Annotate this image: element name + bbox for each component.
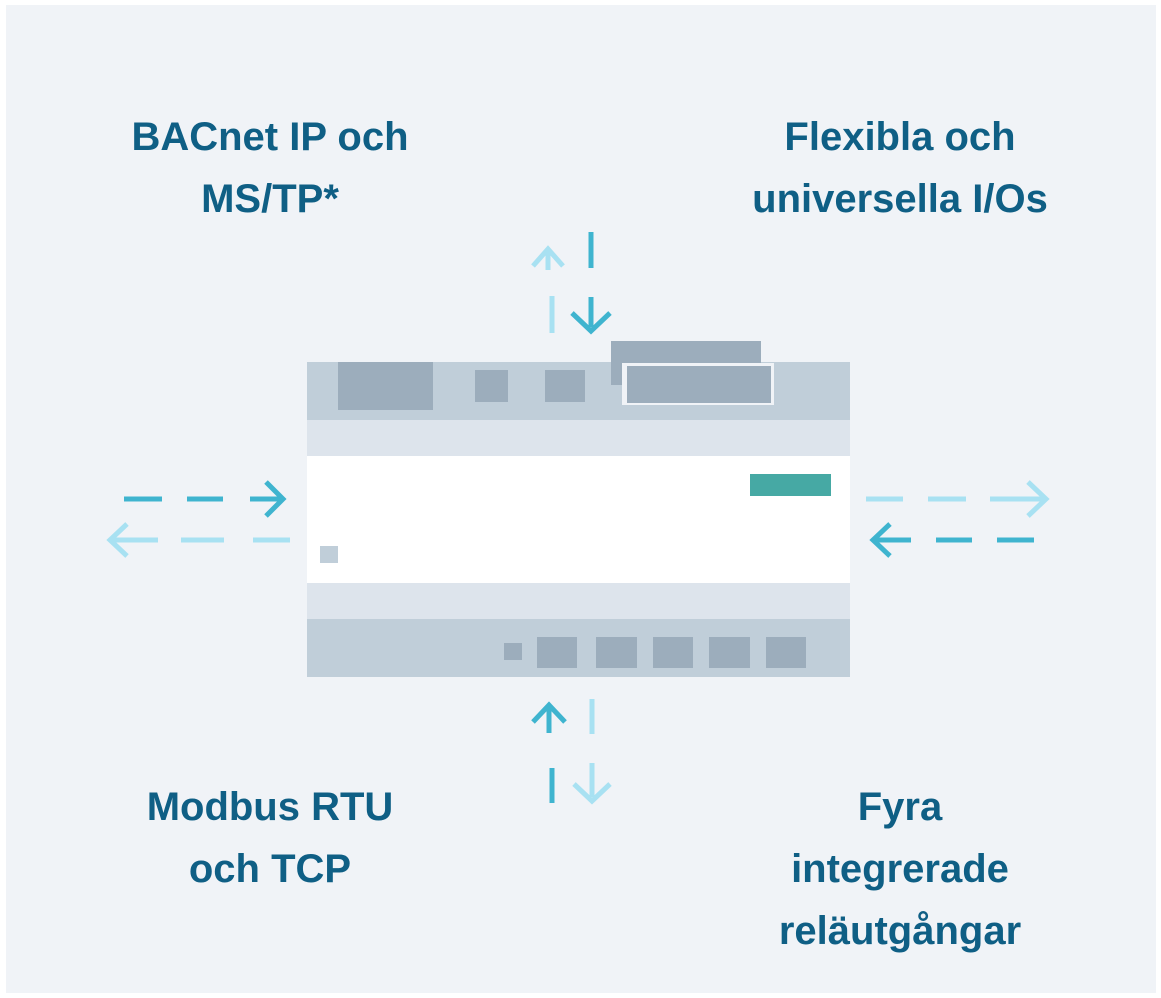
arrow-right-dark-icon: [124, 480, 287, 518]
feature-label-line: universella I/Os: [752, 177, 1048, 221]
left-arrows: [106, 480, 290, 558]
feature-label-line: BACnet IP och: [131, 115, 409, 159]
arrow-up-light-icon: [531, 245, 565, 333]
relay-port-icon: [709, 637, 750, 668]
right-arrows: [866, 480, 1050, 558]
relay-port-icon: [653, 637, 693, 668]
arrow-left-light-icon: [106, 522, 290, 558]
relay-port-icon: [766, 637, 806, 668]
terminal-block-front-icon: [627, 366, 771, 403]
arrow-left-dark-icon: [869, 522, 1034, 558]
feature-label-modbus: Modbus RTU och TCP: [70, 776, 470, 900]
indicator-icon: [320, 546, 338, 563]
controller-device: [307, 341, 850, 677]
port-icon: [545, 370, 585, 402]
feature-label-line: MS/TP*: [201, 177, 339, 221]
feature-label-line: Modbus RTU: [146, 785, 394, 829]
feature-label-line: integrerade: [791, 847, 1009, 891]
relay-port-icon: [537, 637, 577, 668]
status-led-icon: [750, 474, 831, 496]
arrow-down-light-icon: [572, 699, 612, 805]
device-top-band: [307, 420, 850, 456]
relay-port-icon: [596, 637, 637, 668]
arrow-right-light-icon: [866, 480, 1050, 518]
feature-label-line: och TCP: [188, 847, 352, 891]
feature-label-line: Flexibla och: [784, 115, 1016, 159]
feature-label-line: Fyra: [857, 785, 943, 829]
device-bottom-band: [307, 583, 850, 619]
bottom-arrows: [531, 699, 612, 805]
feature-label-bacnet: BACnet IP och MS/TP*: [70, 106, 470, 230]
arrow-down-dark-icon: [570, 232, 612, 335]
top-arrows: [531, 232, 612, 335]
device-bottom-rail: [307, 619, 850, 677]
small-port-icon: [504, 643, 522, 660]
feature-label-io: Flexibla och universella I/Os: [700, 106, 1100, 230]
arrow-up-dark-icon: [531, 701, 567, 803]
feature-label-line: reläutgångar: [778, 909, 1022, 953]
port-icon: [475, 370, 508, 402]
feature-label-relay: Fyra integrerade reläutgångar: [700, 776, 1100, 962]
connector-block-icon: [338, 362, 433, 410]
